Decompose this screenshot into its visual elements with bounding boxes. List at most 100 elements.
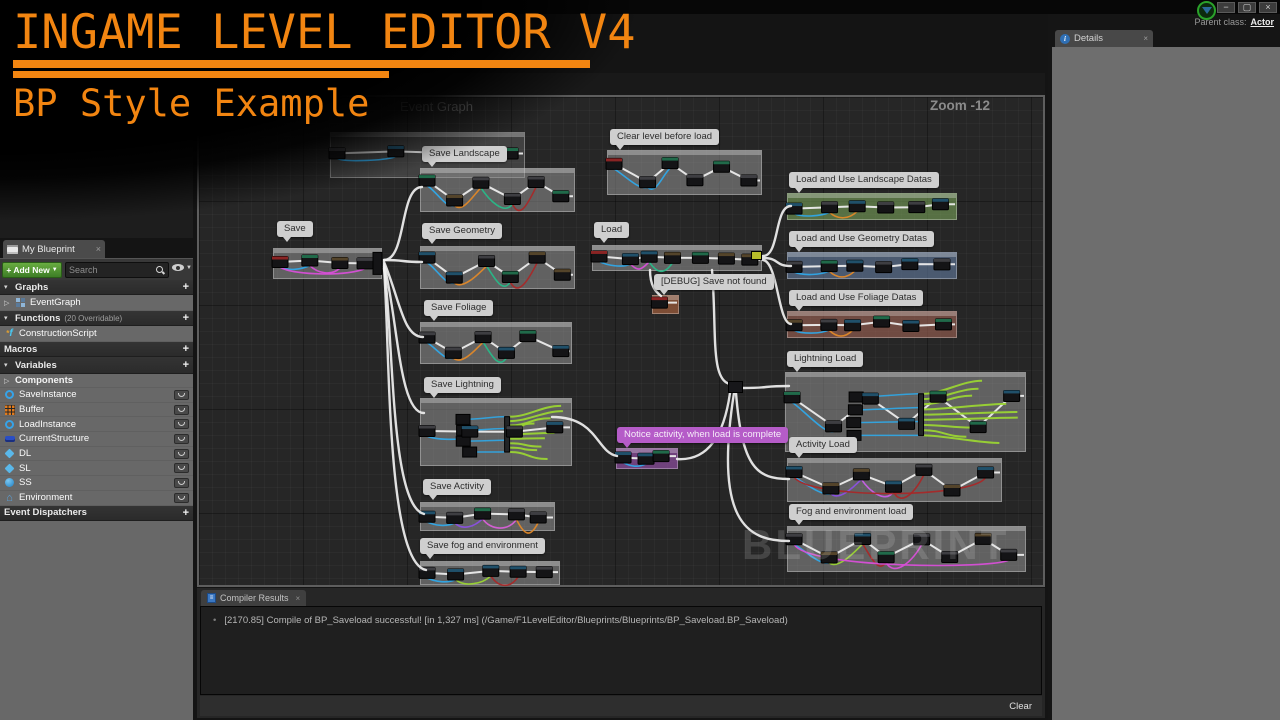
- compiler-tab-label: Compiler Results: [220, 593, 289, 603]
- event-graph-tab[interactable]: Event Graph: [400, 99, 473, 114]
- sidebar-rows: ▾Graphs+▷EventGraph▾Functions(20 Overrid…: [0, 280, 193, 720]
- compiler-log: •[2170.85] Compile of BP_Saveload succes…: [200, 606, 1042, 695]
- sidebar-item-eventgraph[interactable]: ▷ EventGraph: [0, 295, 193, 311]
- add-new-button[interactable]: + Add New ▼: [2, 262, 62, 278]
- visibility-filter-button[interactable]: ▼: [172, 264, 192, 271]
- visibility-toggle[interactable]: [174, 404, 189, 415]
- details-content: [1052, 47, 1280, 720]
- window-titlebar: − ▢ ×: [0, 0, 1280, 14]
- item-label: Buffer: [19, 404, 45, 416]
- visibility-toggle[interactable]: [174, 419, 189, 430]
- chevron-down-icon: ▼: [186, 264, 192, 271]
- sidebar-item-functions[interactable]: ▾Functions(20 Overridable)+: [0, 311, 193, 326]
- bullet-icon: •: [213, 615, 217, 626]
- item-label: Graphs: [15, 281, 49, 293]
- sidebar-item-saveinstance[interactable]: SaveInstance: [0, 388, 193, 403]
- chevron-down-icon: ▼: [51, 267, 58, 273]
- struct-icon: [4, 433, 15, 444]
- sphere-icon: [4, 477, 15, 488]
- add-icon[interactable]: +: [182, 281, 189, 293]
- blueprint-book-icon: [7, 244, 18, 254]
- sidebar-item-environment[interactable]: ⌂Environment: [0, 491, 193, 506]
- sidebar-toolbar: + Add New ▼ Search ▼: [0, 258, 193, 280]
- object-ring-icon: [4, 419, 15, 430]
- expander-icon[interactable]: ▾: [4, 362, 8, 369]
- compiler-bottom-bar: Clear: [200, 696, 1042, 716]
- item-label: CurrentStructure: [19, 433, 90, 445]
- parent-class-link[interactable]: Actor: [1250, 17, 1274, 27]
- sidebar-item-graphs[interactable]: ▾ Graphs +: [0, 280, 193, 295]
- parent-class-row: Parent class:Actor: [1194, 17, 1274, 27]
- sidebar-item-components[interactable]: ▷ Components: [0, 374, 193, 388]
- visibility-toggle[interactable]: [174, 492, 189, 503]
- sidebar-item-event-dispatchers[interactable]: Event Dispatchers +: [0, 505, 193, 521]
- sidebar-item-sl[interactable]: SL: [0, 461, 193, 477]
- expander-icon[interactable]: ▾: [4, 315, 8, 322]
- tab-close-icon[interactable]: ×: [295, 593, 301, 603]
- sidebar-item-ss[interactable]: SS: [0, 476, 193, 491]
- search-icon: [156, 265, 165, 275]
- sidebar-item-dl[interactable]: DL: [0, 447, 193, 462]
- object-ring-icon: [4, 389, 15, 400]
- tab-my-blueprint[interactable]: My Blueprint ×: [3, 240, 105, 258]
- add-icon[interactable]: +: [182, 343, 189, 355]
- visibility-toggle[interactable]: [174, 433, 189, 444]
- visibility-toggle[interactable]: [174, 463, 189, 474]
- tab-close-icon[interactable]: ×: [95, 244, 101, 254]
- clear-button[interactable]: Clear: [1009, 700, 1032, 712]
- parent-class-label: Parent class:: [1194, 17, 1247, 27]
- item-label: DL: [19, 448, 32, 460]
- graph-canvas[interactable]: [197, 95, 1045, 587]
- expander-icon[interactable]: ▷: [4, 377, 10, 385]
- tab-close-icon[interactable]: ×: [1143, 34, 1148, 43]
- item-label: ConstructionScript: [19, 328, 97, 339]
- item-label: SL: [19, 462, 31, 474]
- sidebar-item-macros[interactable]: Macros +: [0, 342, 193, 357]
- add-icon[interactable]: +: [182, 359, 189, 371]
- sidebar-item-constructionscript[interactable]: f ConstructionScript: [0, 326, 193, 342]
- item-label: EventGraph: [30, 297, 81, 308]
- function-icon: f: [4, 328, 15, 339]
- eye-icon: [172, 264, 184, 271]
- search-placeholder: Search: [69, 265, 98, 275]
- visibility-toggle[interactable]: [174, 448, 189, 459]
- add-icon[interactable]: +: [182, 312, 189, 324]
- maximize-button[interactable]: ▢: [1238, 2, 1256, 13]
- event-graph-panel: [197, 73, 1045, 587]
- blueprint-debug-icon[interactable]: [1197, 1, 1216, 20]
- expander-icon[interactable]: ▷: [4, 299, 10, 307]
- light-icon: [4, 463, 15, 474]
- tab-label: My Blueprint: [22, 243, 75, 255]
- my-blueprint-panel: My Blueprint × + Add New ▼ Search ▼ ▾ Gra…: [0, 0, 193, 720]
- sidebar-item-currentstructure[interactable]: CurrentStructure: [0, 432, 193, 447]
- visibility-toggle[interactable]: [174, 477, 189, 488]
- zoom-level-label: Zoom -12: [930, 98, 991, 113]
- item-label: Components: [15, 375, 74, 386]
- compiler-icon: ≡: [207, 593, 216, 603]
- search-input[interactable]: Search: [65, 262, 169, 278]
- sidebar-item-variables[interactable]: ▾ Variables +: [0, 357, 193, 374]
- tab-compiler-results[interactable]: ≡ Compiler Results ×: [201, 590, 307, 606]
- details-panel: i Details ×: [1048, 0, 1280, 720]
- sidebar-item-loadinstance[interactable]: LoadInstance: [0, 417, 193, 433]
- add-icon[interactable]: +: [182, 506, 189, 519]
- expander-icon[interactable]: ▾: [4, 284, 8, 291]
- item-label: SaveInstance: [19, 389, 77, 401]
- item-label: Environment: [19, 492, 73, 504]
- item-label: Macros: [4, 343, 38, 355]
- visibility-toggle[interactable]: [174, 389, 189, 400]
- blueprint-watermark: BLUEPRINT: [742, 521, 1010, 568]
- tab-details[interactable]: i Details ×: [1055, 30, 1153, 47]
- minimize-button[interactable]: −: [1217, 2, 1235, 13]
- item-label: LoadInstance: [19, 418, 77, 430]
- light-icon: [4, 448, 15, 459]
- item-label: Event Dispatchers: [4, 507, 87, 518]
- item-label: SS: [19, 477, 32, 489]
- compiler-results-panel: ≡ Compiler Results × •[2170.85] Compile …: [197, 588, 1045, 718]
- close-button[interactable]: ×: [1259, 2, 1277, 13]
- item-label: Variables: [15, 359, 57, 371]
- plus-icon: +: [6, 265, 12, 275]
- item-suffix: (20 Overridable): [64, 313, 123, 323]
- sidebar-item-buffer[interactable]: Buffer: [0, 403, 193, 418]
